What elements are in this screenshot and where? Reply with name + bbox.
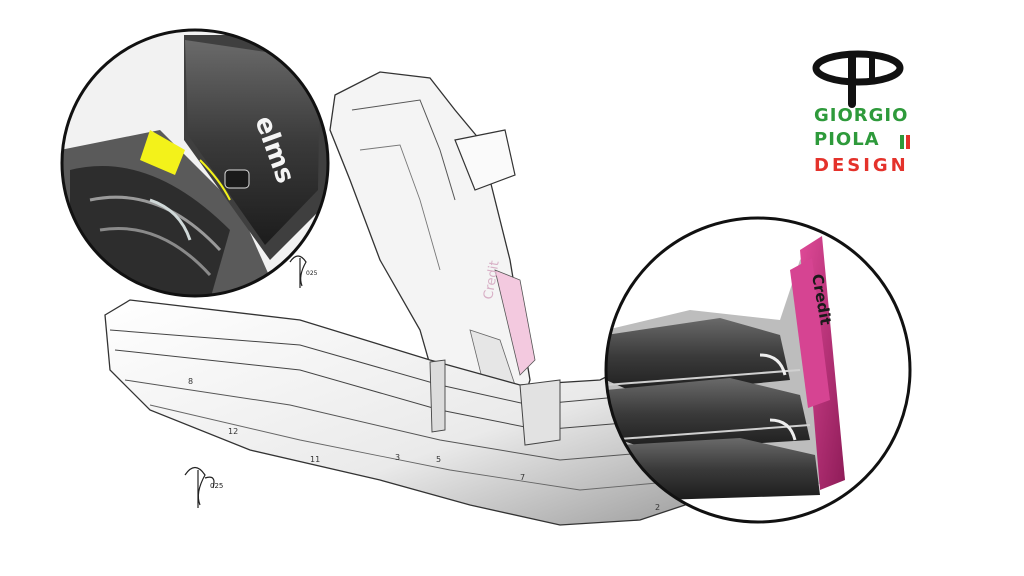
callout-ring-right: [604, 216, 912, 524]
nose-sponsor-text: Credit: [481, 260, 503, 301]
flag-red-stripe: [906, 135, 910, 149]
artist-signature: [184, 255, 307, 508]
detail-callout-left: elms: [60, 28, 330, 298]
panel-number: 5: [436, 455, 441, 464]
panel-number: 2: [655, 503, 660, 512]
panel-number: 12: [228, 427, 238, 436]
logo-line-design: DESIGN: [814, 155, 909, 176]
callout-ring-left: [60, 28, 330, 298]
gp-logo-icon: [812, 50, 904, 108]
detail-callout-right: Credit: [604, 216, 912, 524]
panel-number: 11: [310, 455, 320, 464]
panel-number: 7: [520, 473, 525, 482]
logo-line-piola: PIOLA: [814, 129, 880, 150]
panel-number: 3: [395, 453, 400, 462]
flag-green-stripe: [900, 135, 904, 149]
panel-numbers: 12 8 11 3 5 7 2: [188, 377, 660, 512]
signature-year: 025: [210, 482, 223, 490]
signature-year-small: 025: [306, 270, 318, 277]
logo-line-giorgio: GIORGIO: [814, 105, 909, 126]
panel-number: 8: [188, 377, 193, 386]
